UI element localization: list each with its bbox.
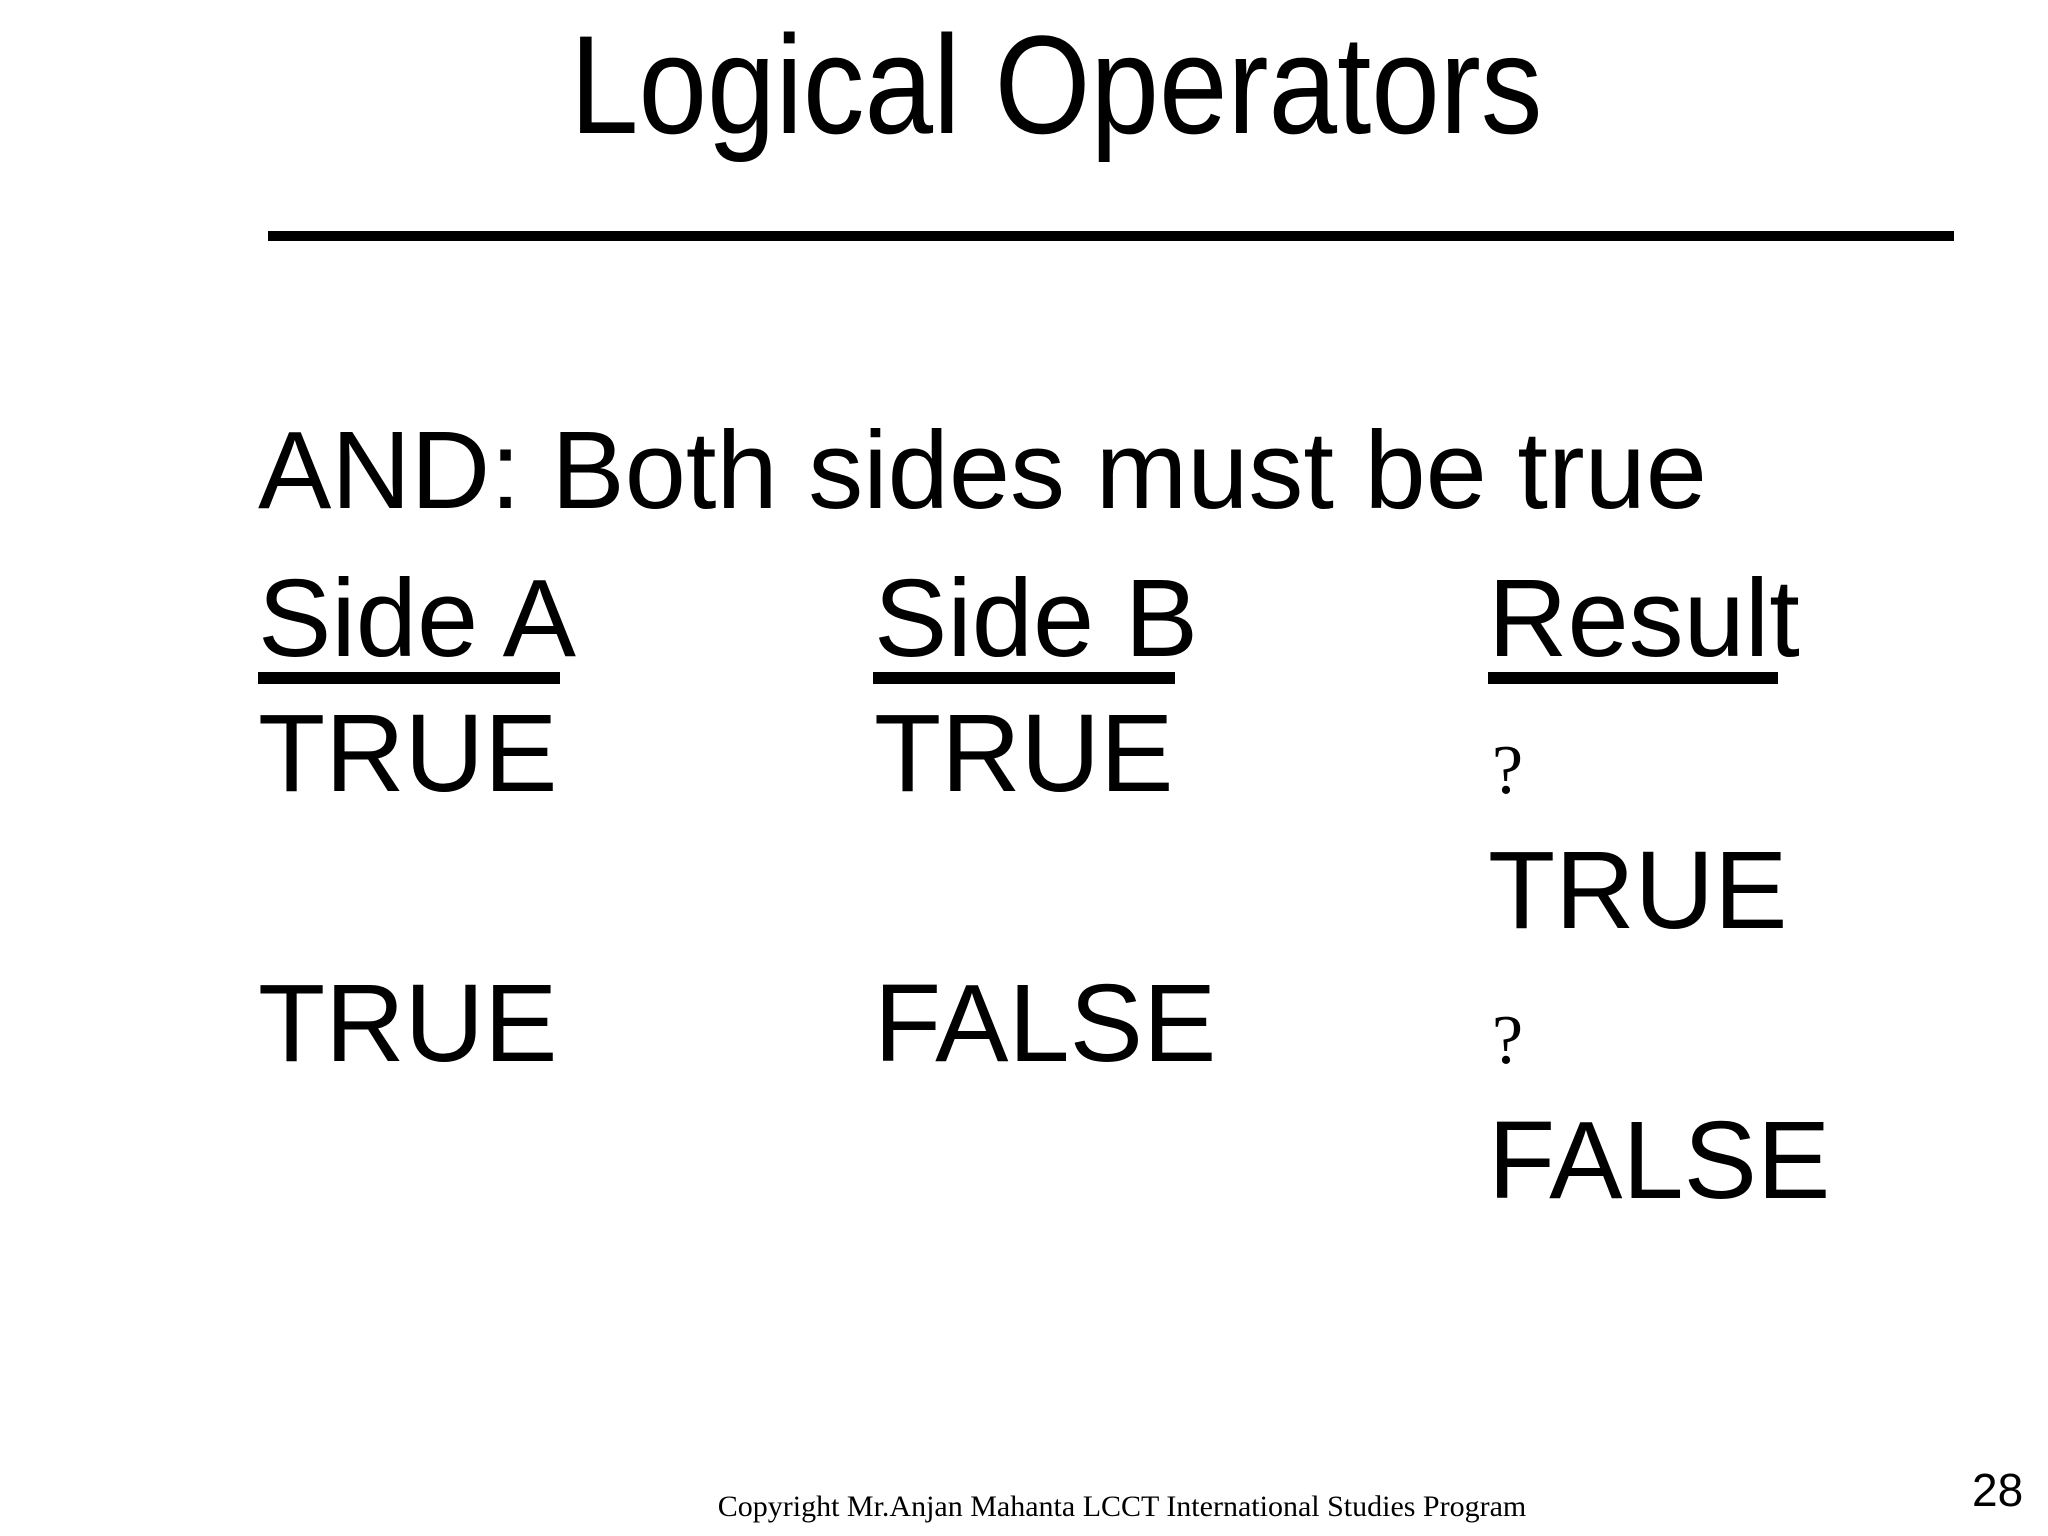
row1-result-answer: TRUE — [1488, 829, 1788, 952]
title-underline-rule — [268, 231, 1954, 241]
page-number: 28 — [1972, 1464, 2024, 1516]
header-underline-side-a — [258, 672, 560, 684]
row2-result-question-mark: ? — [1492, 1002, 1524, 1079]
row1-result-question-mark: ? — [1492, 732, 1524, 809]
row2-side-b-value: FALSE — [874, 962, 1217, 1085]
slide-title: Logical Operators — [570, 6, 1543, 163]
column-header-side-a: Side A — [258, 557, 577, 680]
row2-side-a-value: TRUE — [258, 962, 558, 1085]
header-underline-side-b — [873, 672, 1175, 684]
row2-result-answer: FALSE — [1488, 1099, 1831, 1222]
column-header-side-b: Side B — [874, 557, 1199, 680]
row1-side-b-value: TRUE — [874, 692, 1174, 815]
copyright-footer: Copyright Mr.Anjan Mahanta LCCT Internat… — [717, 1490, 1527, 1523]
heading-and-rule: AND: Both sides must be true — [258, 409, 1707, 532]
row1-side-a-value: TRUE — [258, 692, 558, 815]
column-header-result: Result — [1488, 557, 1800, 680]
header-underline-result — [1488, 672, 1778, 684]
